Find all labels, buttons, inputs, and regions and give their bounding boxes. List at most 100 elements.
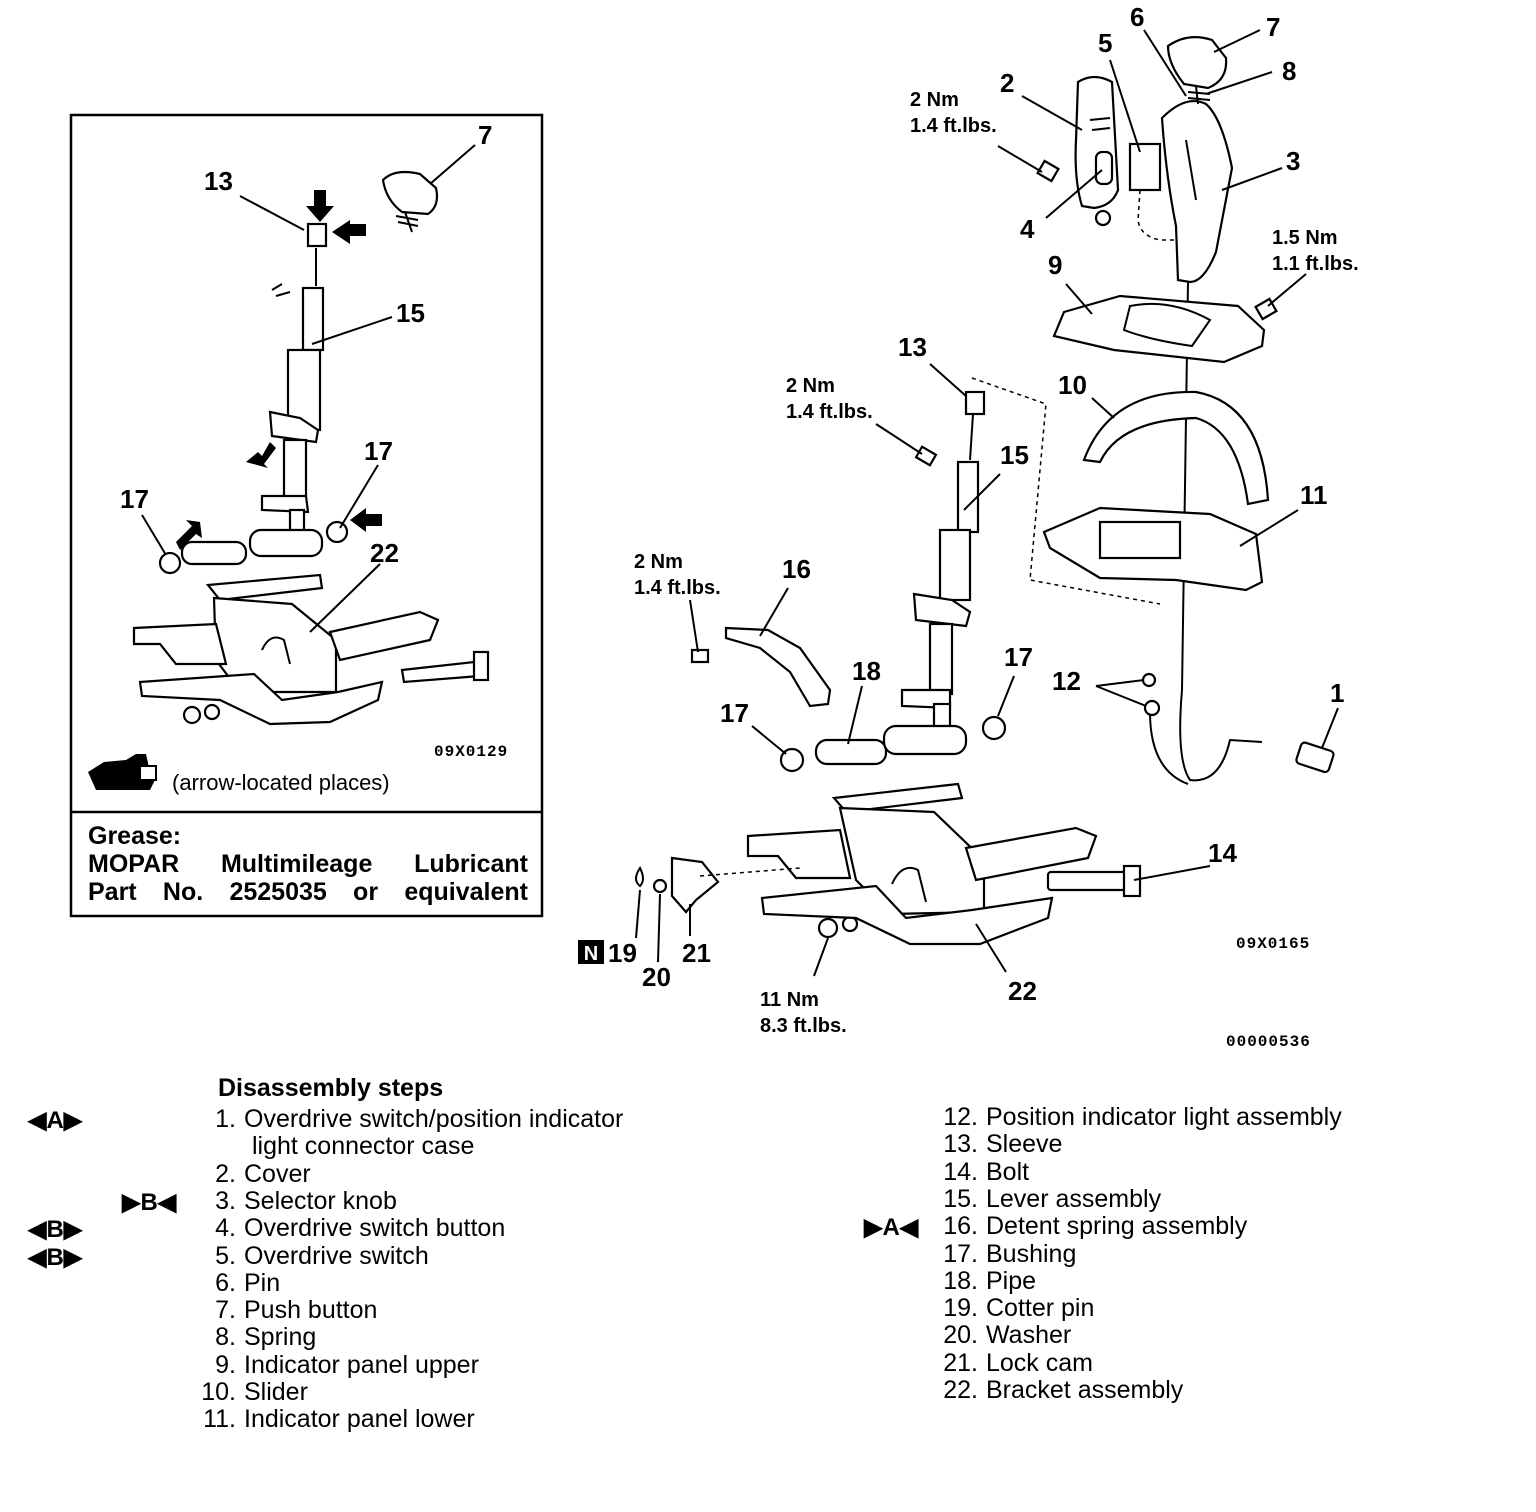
- inset-callout-22: 22: [370, 538, 399, 568]
- grease-note: Grease: MOPAR Multimileage Lubricant Par…: [88, 822, 528, 906]
- callout-21: 21: [682, 938, 711, 968]
- inset-callout-17-left: 17: [120, 484, 149, 514]
- callout-15: 15: [1000, 440, 1029, 470]
- inset-push-button: [381, 170, 439, 233]
- step-number: 10.: [201, 1378, 236, 1406]
- step-marker: ◀B▶: [28, 1243, 83, 1271]
- slider-part: [1082, 390, 1270, 506]
- callout-11: 11: [1300, 480, 1328, 510]
- step-number: 14.: [943, 1157, 978, 1186]
- torque-5-nm: 11 Nm: [760, 989, 819, 1011]
- step-text: Lock cam: [986, 1348, 1093, 1377]
- step-number: 11.: [203, 1405, 236, 1434]
- callout-5: 5: [1098, 28, 1112, 58]
- step-text: Detent spring assembly: [986, 1212, 1248, 1241]
- main-exploded-view: [635, 29, 1339, 977]
- step-number: 8.: [215, 1323, 236, 1352]
- inset-leaders: [141, 144, 476, 633]
- step-number: 13.: [943, 1130, 978, 1159]
- step-number: 6.: [215, 1268, 236, 1297]
- disassembly-step: 16.Detent spring assembly: [932, 1213, 1247, 1240]
- grease-word: Part: [88, 878, 137, 906]
- callout-22: 22: [1008, 976, 1037, 1006]
- grease-word: equivalent: [404, 878, 528, 906]
- torque-2-nm: 1.5 Nm: [1272, 227, 1338, 249]
- disassembly-step: 10.Slider: [198, 1379, 308, 1406]
- grease-line-2: Part No. 2525035 or equivalent: [88, 878, 528, 906]
- step-text: Bushing: [986, 1239, 1077, 1268]
- inset-bracket-assembly: [132, 573, 490, 726]
- torque-4-nm: 2 Nm: [634, 551, 683, 573]
- document-code: 00000536: [1226, 1033, 1311, 1051]
- disassembly-step: 14.Bolt: [932, 1157, 1029, 1186]
- step-marker: ◀B▶: [28, 1216, 83, 1244]
- overdrive-switch-part: [1128, 142, 1162, 192]
- disassembly-step: 5.Overdrive switch: [198, 1241, 429, 1270]
- disassembly-step: 3. Selector knob: [198, 1186, 397, 1215]
- torque-3-nm: 2 Nm: [786, 375, 835, 397]
- indicator-light-part: [1141, 672, 1157, 688]
- grease-word: Lubricant: [414, 850, 528, 878]
- callout-10: 10: [1058, 370, 1087, 400]
- disassembly-step: 20.Washer: [932, 1322, 1071, 1349]
- disassembly-step: 11. Indicator panel lower: [198, 1406, 475, 1433]
- lever-assembly-part: [900, 460, 980, 736]
- step-text-continued: light connector case: [252, 1132, 475, 1161]
- step-number: 3.: [215, 1186, 236, 1215]
- callout-3: 3: [1286, 146, 1300, 176]
- inset-callout-7: 7: [478, 120, 492, 150]
- arrow-note: (arrow-located places): [172, 770, 390, 795]
- step-text: Overdrive switch: [244, 1241, 429, 1270]
- inset-callout-13: 13: [204, 166, 233, 196]
- main-leaders: [635, 29, 1339, 977]
- step-text: Overdrive switch/position indicator: [244, 1105, 624, 1133]
- step-text: Push button: [244, 1296, 378, 1325]
- inset-sleeve: [306, 222, 328, 248]
- torque-2-ft: 1.1 ft.lbs.: [1272, 253, 1359, 275]
- disassembly-step: 9.Indicator panel upper: [198, 1350, 479, 1379]
- callout-20: 20: [642, 962, 671, 992]
- step-text: Sleeve: [986, 1130, 1063, 1159]
- callout-18: 18: [852, 656, 881, 686]
- step-number: 19.: [943, 1294, 978, 1323]
- inset-bushing-right: [325, 520, 349, 544]
- step-text: Washer: [986, 1321, 1072, 1350]
- callout-4: 4: [1020, 214, 1035, 244]
- disassembly-step: 17.Bushing: [932, 1239, 1077, 1268]
- step-text: Overdrive switch button: [244, 1214, 506, 1243]
- push-button-part: [1166, 35, 1228, 90]
- step-number: 9.: [215, 1350, 236, 1379]
- inset-figure-code: 09X0129: [434, 743, 508, 761]
- disassembly-step: 6.Pin: [198, 1268, 280, 1297]
- inset-pipe: [180, 528, 324, 566]
- callout-6: 6: [1130, 2, 1144, 32]
- bracket-assembly-part: [746, 782, 1142, 946]
- disassembly-step: 1.Overdrive switch/position indicator: [198, 1106, 623, 1133]
- sleeve-part: [964, 390, 986, 416]
- bushing-right-part: [981, 715, 1007, 741]
- callout-9: 9: [1048, 250, 1062, 280]
- grease-inset-panel: [69, 113, 544, 918]
- detent-spring-part: [724, 626, 832, 708]
- disassembly-step: 18.Pipe: [932, 1266, 1036, 1295]
- step-text: Selector knob: [244, 1186, 397, 1215]
- lock-cam-part: [670, 856, 720, 914]
- callout-1: 1: [1330, 678, 1344, 708]
- pipe-part: [814, 738, 888, 766]
- connector-case-part: [1295, 741, 1335, 774]
- step-number: 18.: [943, 1266, 978, 1295]
- callout-13: 13: [898, 332, 927, 362]
- disassembly-step: 2.Cover: [198, 1159, 311, 1188]
- step-number: 2.: [215, 1159, 236, 1188]
- callout-2: 2: [1000, 68, 1014, 98]
- grease-word: 2525035: [229, 878, 327, 906]
- step-number: 22.: [943, 1376, 978, 1404]
- disassembly-step: 19.Cotter pin: [932, 1295, 1094, 1322]
- step-text: Indicator panel lower: [244, 1405, 475, 1434]
- wire-harness: [1149, 689, 1263, 785]
- callout-12: 12: [1052, 666, 1081, 696]
- bushing-left-part: [779, 747, 805, 773]
- inset-lever-assembly: [260, 286, 325, 542]
- step-marker: ◀A▶: [28, 1107, 83, 1134]
- callout-14: 14: [1208, 838, 1237, 868]
